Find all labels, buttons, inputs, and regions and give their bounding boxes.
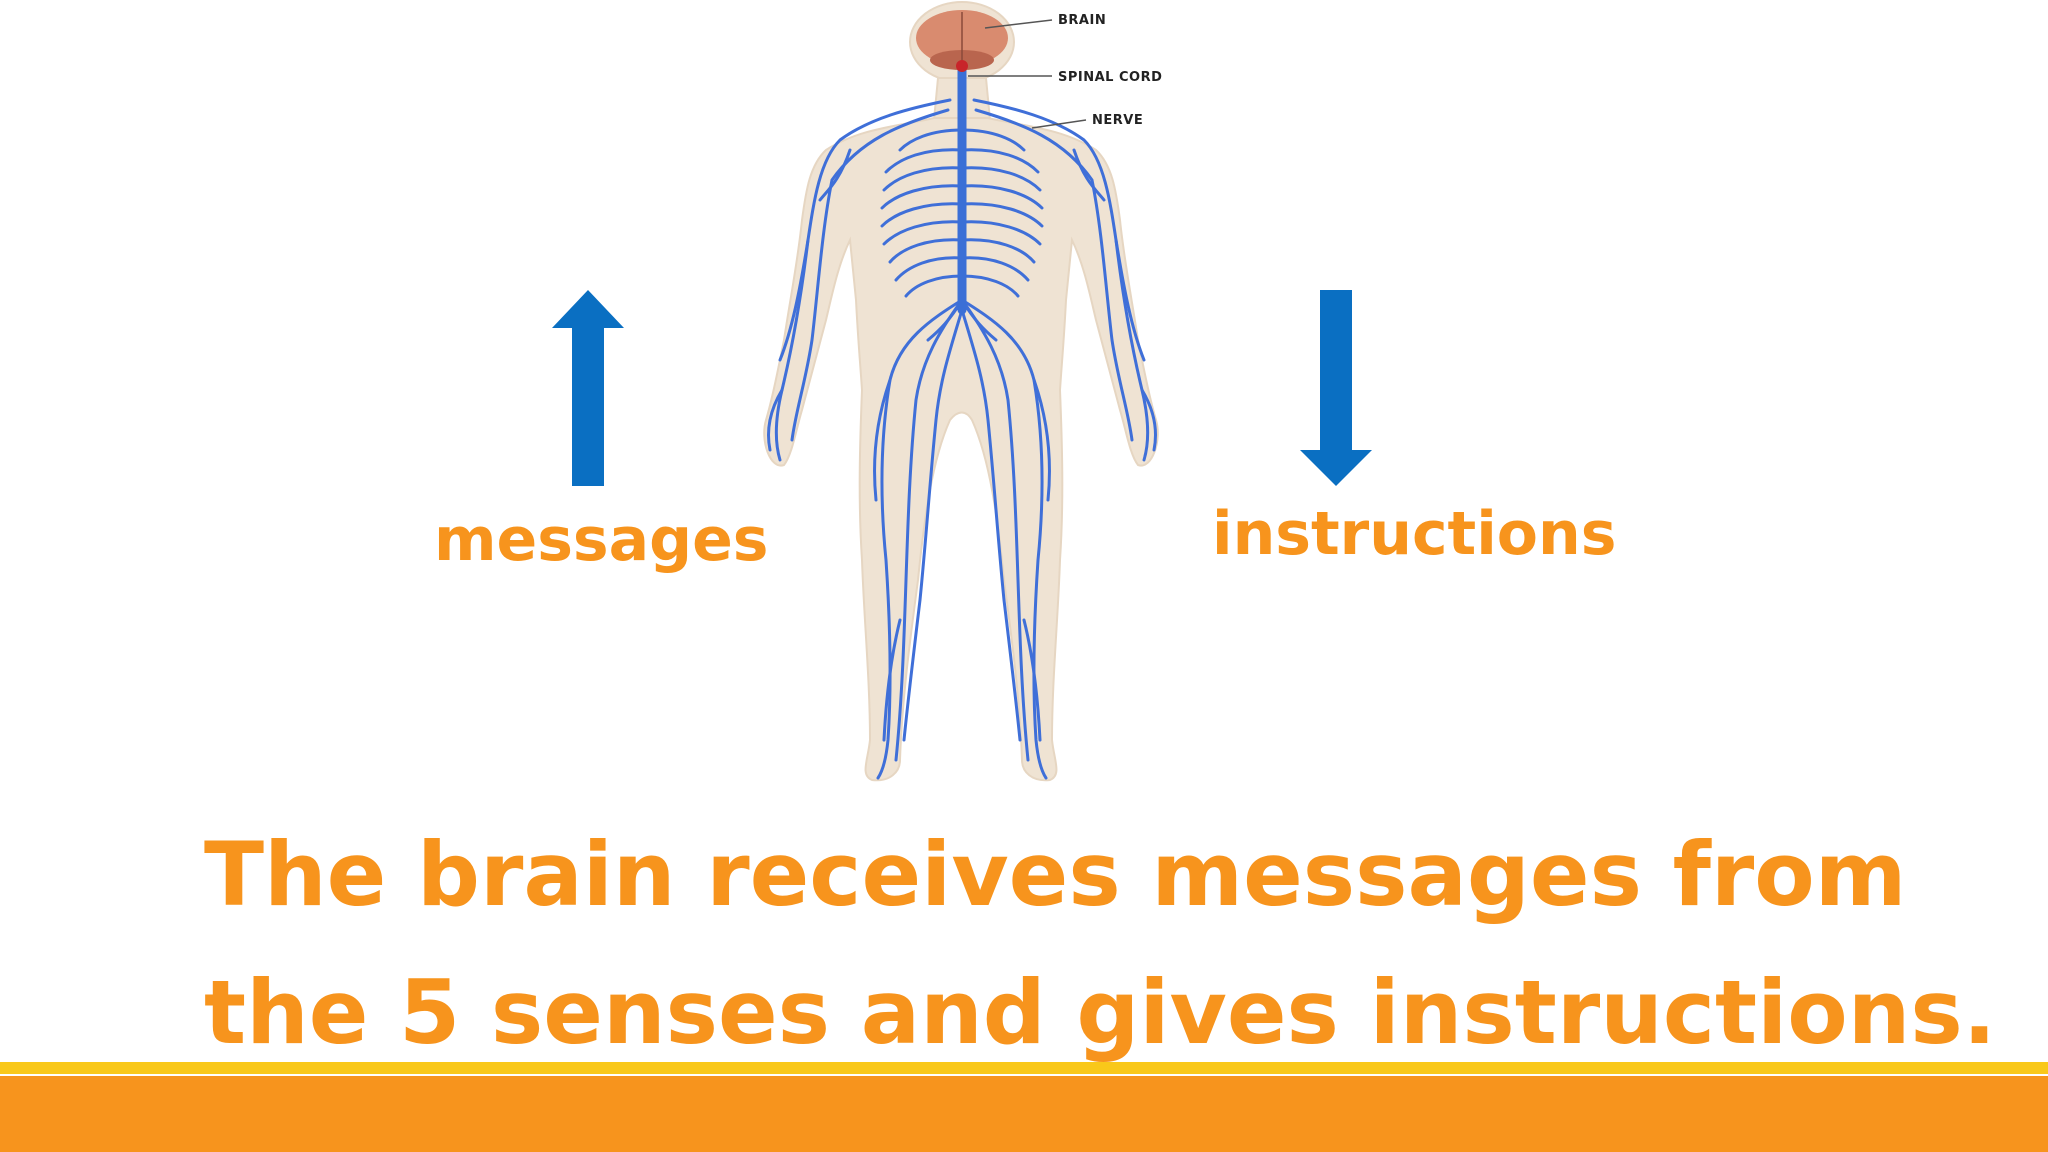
slide-caption: The brain receives messages from the 5 s… [204,806,1997,1082]
label-nerve: NERVE [1092,113,1143,128]
footer-orange-bar [0,1076,2048,1152]
caption-line-1: The brain receives messages from [204,823,1907,926]
label-spinal-cord: SPINAL CORD [1058,70,1162,85]
brain [916,10,1008,72]
arrow-up-icon [552,290,624,490]
nerve-network [767,98,1157,780]
instructions-label: instructions [1212,499,1617,569]
nervous-system-diagram: BRAIN SPINAL CORD NERVE [700,0,1220,800]
label-brain: BRAIN [1058,13,1106,28]
footer-yellow-stripe [0,1062,2048,1074]
diagram-labels: BRAIN SPINAL CORD NERVE [968,13,1162,129]
human-body-illustration: BRAIN SPINAL CORD NERVE [763,1,1162,782]
messages-label: messages [434,505,769,575]
arrow-down-icon [1300,290,1372,490]
caption-line-2: the 5 senses and gives instructions. [204,961,1997,1064]
